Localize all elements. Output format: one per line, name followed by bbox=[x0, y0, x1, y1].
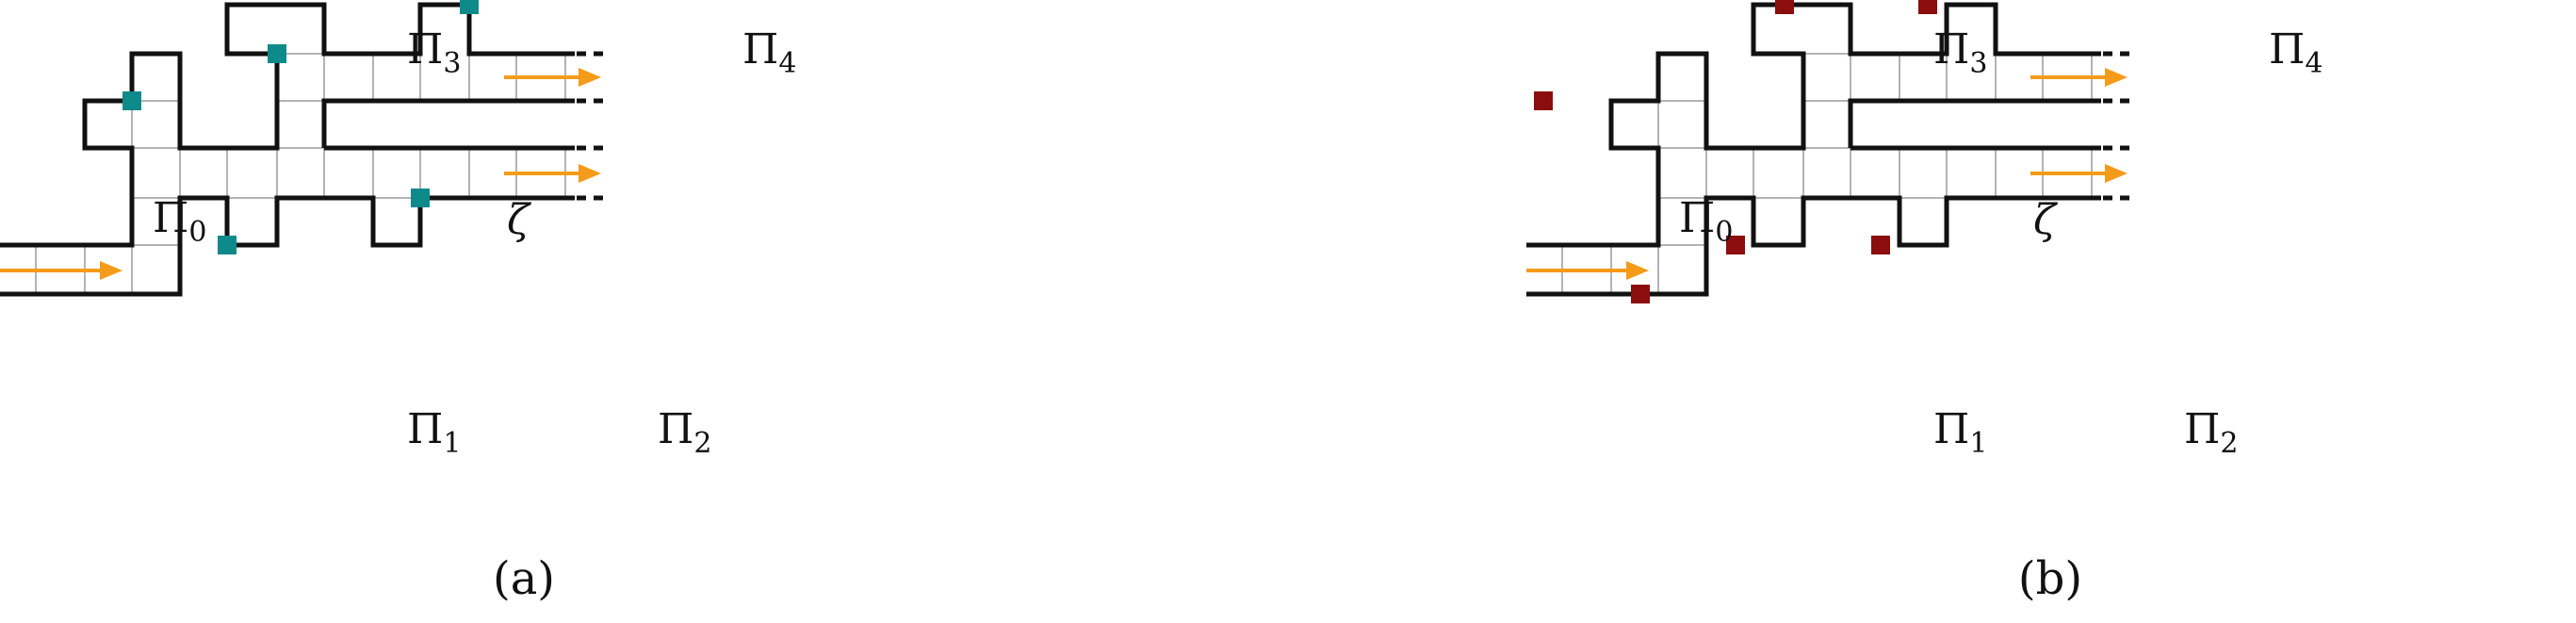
corner-marker bbox=[1918, 0, 1937, 14]
flow-arrow-head bbox=[579, 164, 601, 183]
panel-a-diagram: Π0 Π1 Π2 Π3 Π4 ζ bbox=[0, 0, 796, 460]
label-zeta: ζ bbox=[2033, 196, 2059, 244]
walls bbox=[0, 2, 603, 297]
flow-arrow-head bbox=[2105, 164, 2128, 183]
panel-a: Π0 Π1 Π2 Π3 Π4 ζ (a) bbox=[0, 0, 796, 605]
corner-marker bbox=[218, 236, 236, 254]
corner-markers bbox=[122, 0, 479, 254]
wall bbox=[0, 2, 575, 248]
wall bbox=[321, 98, 575, 148]
wall bbox=[0, 195, 575, 297]
corner-marker bbox=[1631, 285, 1650, 303]
label-pi1: Π1 bbox=[1933, 405, 1987, 460]
label-pi2: Π2 bbox=[2184, 405, 2238, 460]
corner-marker bbox=[460, 0, 479, 14]
corner-marker bbox=[411, 189, 430, 207]
corner-marker bbox=[1534, 91, 1553, 110]
corner-marker bbox=[1775, 0, 1794, 14]
corner-marker bbox=[1726, 236, 1745, 254]
label-pi0: Π0 bbox=[1679, 194, 1733, 249]
flow-arrows bbox=[1526, 68, 2128, 280]
corner-markers bbox=[1534, 0, 1937, 303]
wall bbox=[1526, 195, 2101, 297]
wall bbox=[1526, 2, 2101, 248]
grid-lines bbox=[1561, 53, 2101, 294]
label-zeta: ζ bbox=[507, 196, 532, 244]
corner-marker bbox=[1871, 236, 1890, 254]
label-pi4: Π4 bbox=[2269, 25, 2323, 80]
walls bbox=[1526, 2, 2129, 297]
label-pi4: Π4 bbox=[742, 25, 796, 80]
label-pi3: Π3 bbox=[1933, 25, 1987, 80]
flow-arrow-head bbox=[1626, 261, 1649, 280]
flow-arrow-head bbox=[100, 261, 122, 280]
corner-marker bbox=[268, 44, 286, 63]
label-pi2: Π2 bbox=[658, 405, 711, 460]
panel-caption-b: (b) bbox=[2017, 552, 2083, 605]
flow-arrow-head bbox=[2105, 68, 2128, 87]
flow-arrow-head bbox=[579, 68, 601, 87]
corner-marker bbox=[122, 91, 141, 110]
wall bbox=[1848, 98, 2101, 148]
flow-arrows bbox=[0, 68, 601, 280]
panel-caption-a: (a) bbox=[492, 552, 556, 605]
